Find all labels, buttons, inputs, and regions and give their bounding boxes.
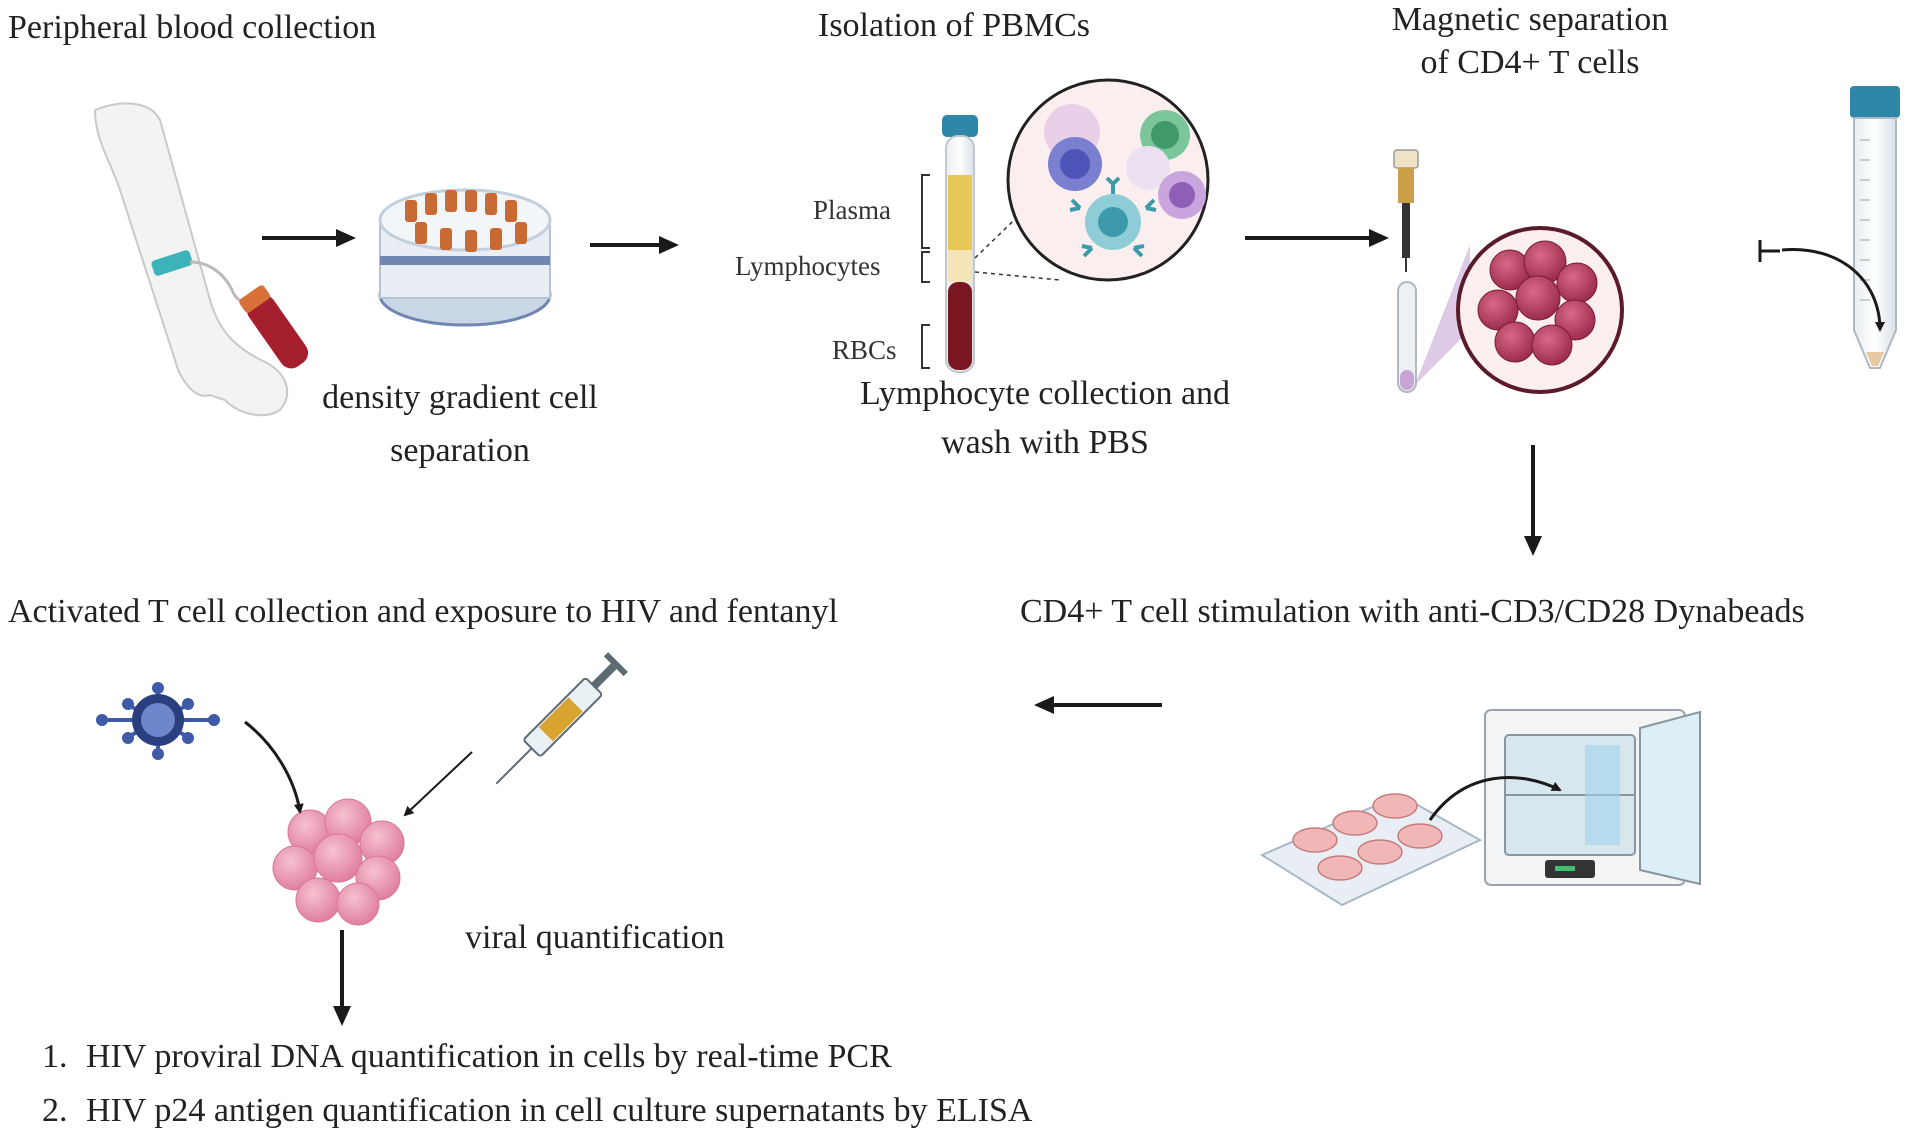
cd4-magnified-view: [1456, 226, 1624, 394]
label-peripheral-blood: Peripheral blood collection: [8, 9, 377, 46]
label-density-gradient-line2: separation: [390, 431, 530, 469]
arrow-syringe-to-cells: [403, 751, 473, 817]
incubator-and-plate: [1259, 709, 1701, 907]
list-item-text: HIV proviral DNA quantification in cells…: [86, 1038, 892, 1075]
virus-illustration: [96, 682, 220, 760]
arm-blood-draw-illustration: [93, 102, 309, 417]
fentanyl-syringe: [495, 652, 628, 785]
label-lymphocyte-collection: Lymphocyte collection and wash with PBS: [820, 374, 1270, 464]
label-lymphocyte-collection-line2: wash with PBS: [941, 423, 1149, 461]
tube-label-plasma: Plasma: [813, 195, 891, 225]
list-item-text: HIV p24 antigen quantification in cell c…: [86, 1092, 1033, 1129]
label-density-gradient-line1: density gradient cell: [322, 379, 598, 416]
label-density-gradient: density gradient cell separation: [300, 378, 620, 472]
quantification-method-list: 1. HIV proviral DNA quantification in cel…: [42, 1030, 1032, 1138]
label-lymphocyte-collection-line1: Lymphocyte collection and: [859, 375, 1231, 412]
arrow-virus-to-cells: [244, 720, 304, 814]
label-cd4-stimulation: CD4+ T cell stimulation with anti-CD3/CD…: [1020, 593, 1805, 630]
label-isolation-pbmcs: Isolation of PBMCs: [818, 7, 1091, 44]
list-item-number: 2.: [42, 1092, 68, 1129]
conical-tube: [1758, 86, 1900, 369]
label-magnetic-separation: Magnetic separation of CD4+ T cells: [1340, 0, 1720, 84]
tube-label-rbcs: RBCs: [832, 335, 897, 365]
pbmc-magnified-view: [1006, 78, 1210, 282]
tube-rack-illustration: [378, 188, 552, 327]
tube-label-lymphocytes: Lymphocytes: [735, 251, 881, 281]
activated-tcell-cluster: [272, 798, 405, 926]
list-item: 2. HIV p24 antigen quantification in cell…: [42, 1084, 1032, 1138]
label-magnetic-line2: of CD4+ T cells: [1420, 43, 1640, 81]
label-activated-exposure: Activated T cell collection and exposure…: [8, 593, 838, 630]
label-magnetic-line1: Magnetic separation: [1391, 1, 1669, 38]
magnetic-column: [1393, 149, 1470, 393]
list-item-number: 1.: [42, 1038, 68, 1075]
list-item: 1. HIV proviral DNA quantification in cel…: [42, 1030, 1032, 1084]
label-viral-quantification: viral quantification: [465, 919, 725, 956]
flow-arrows: [262, 229, 1542, 1026]
